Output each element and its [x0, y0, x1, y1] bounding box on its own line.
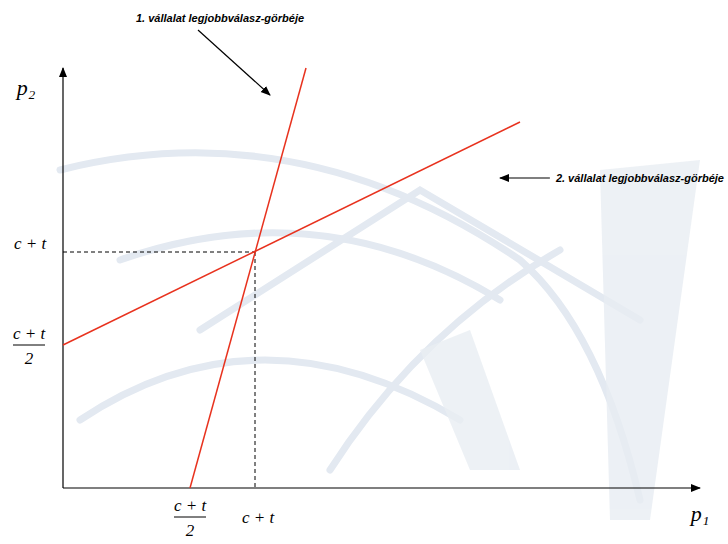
guide-line	[255, 252, 256, 488]
tick-label: c + t	[14, 235, 46, 252]
fraction-bar	[13, 345, 45, 346]
fraction-denominator: 2	[25, 350, 34, 367]
leader-arrow	[500, 177, 550, 178]
curve-label: 1. vállalat legjobbválasz-görbéje	[136, 13, 304, 24]
guide-line	[63, 252, 255, 253]
y-axis	[62, 68, 63, 488]
fraction-numerator: c + t	[13, 325, 45, 342]
best-response-2	[63, 122, 520, 345]
axis-label: p₁	[691, 503, 710, 525]
fraction-denominator: 2	[186, 522, 195, 539]
best-response-1	[190, 68, 306, 488]
leader-arrow	[198, 30, 270, 95]
fraction-bar	[174, 517, 206, 518]
curve-label: 2. vállalat legjobbválasz-görbéje	[556, 173, 724, 184]
axis-label: p₂	[17, 77, 36, 99]
fraction-numerator: c + t	[174, 497, 206, 514]
tick-label: c + t	[242, 509, 274, 526]
x-axis	[63, 487, 700, 488]
